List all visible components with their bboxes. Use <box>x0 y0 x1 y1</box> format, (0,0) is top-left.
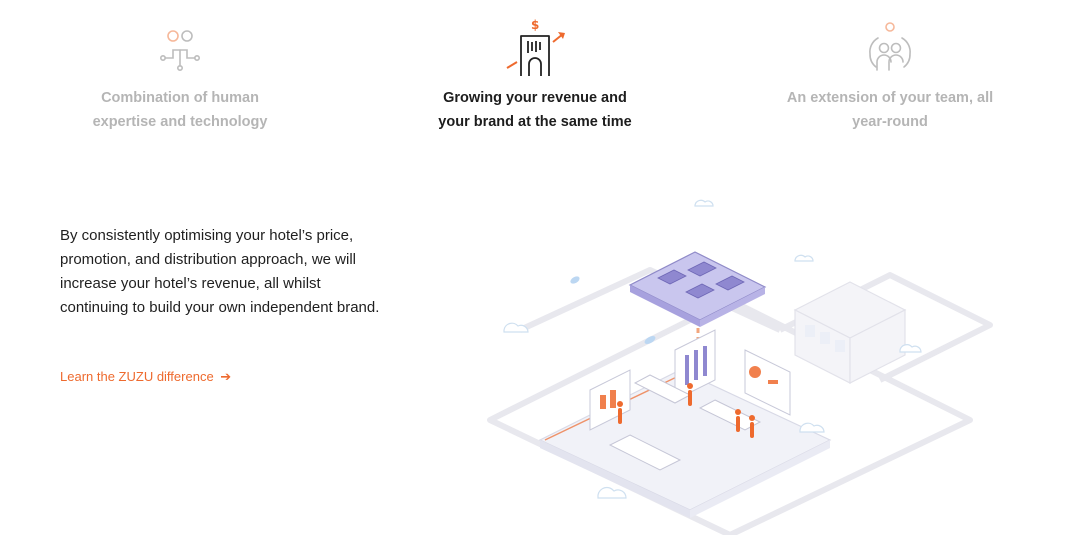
isometric-hotel-illustration <box>487 199 993 535</box>
svg-text:$: $ <box>531 18 539 32</box>
network-people-icon <box>159 30 200 71</box>
feature-tabs: Combination of human expertise and techn… <box>0 0 1080 160</box>
feature-title-human-expertise: Combination of human expertise and techn… <box>92 90 268 130</box>
learn-difference-link[interactable]: Learn the ZUZU difference ➔ <box>60 369 231 385</box>
description-text: By consistently optimising your hotel’s … <box>60 227 380 316</box>
team-icon <box>869 22 911 71</box>
feature-tab-human-expertise[interactable]: Combination of human expertise and techn… <box>50 14 310 134</box>
hotel-revenue-icon: $ <box>506 18 565 76</box>
learn-difference-label: Learn the ZUZU difference <box>60 369 214 384</box>
feature-tab-growing-revenue[interactable]: $ Growing your revenue and your brand at… <box>405 14 665 134</box>
feature-title-growing-revenue: Growing your revenue and your brand at t… <box>438 90 632 130</box>
feature-tab-team-extension[interactable]: An extension of your team, all year-roun… <box>760 14 1020 134</box>
feature-title-team-extension: An extension of your team, all year-roun… <box>786 90 994 130</box>
arrow-right-icon: ➔ <box>220 369 232 384</box>
